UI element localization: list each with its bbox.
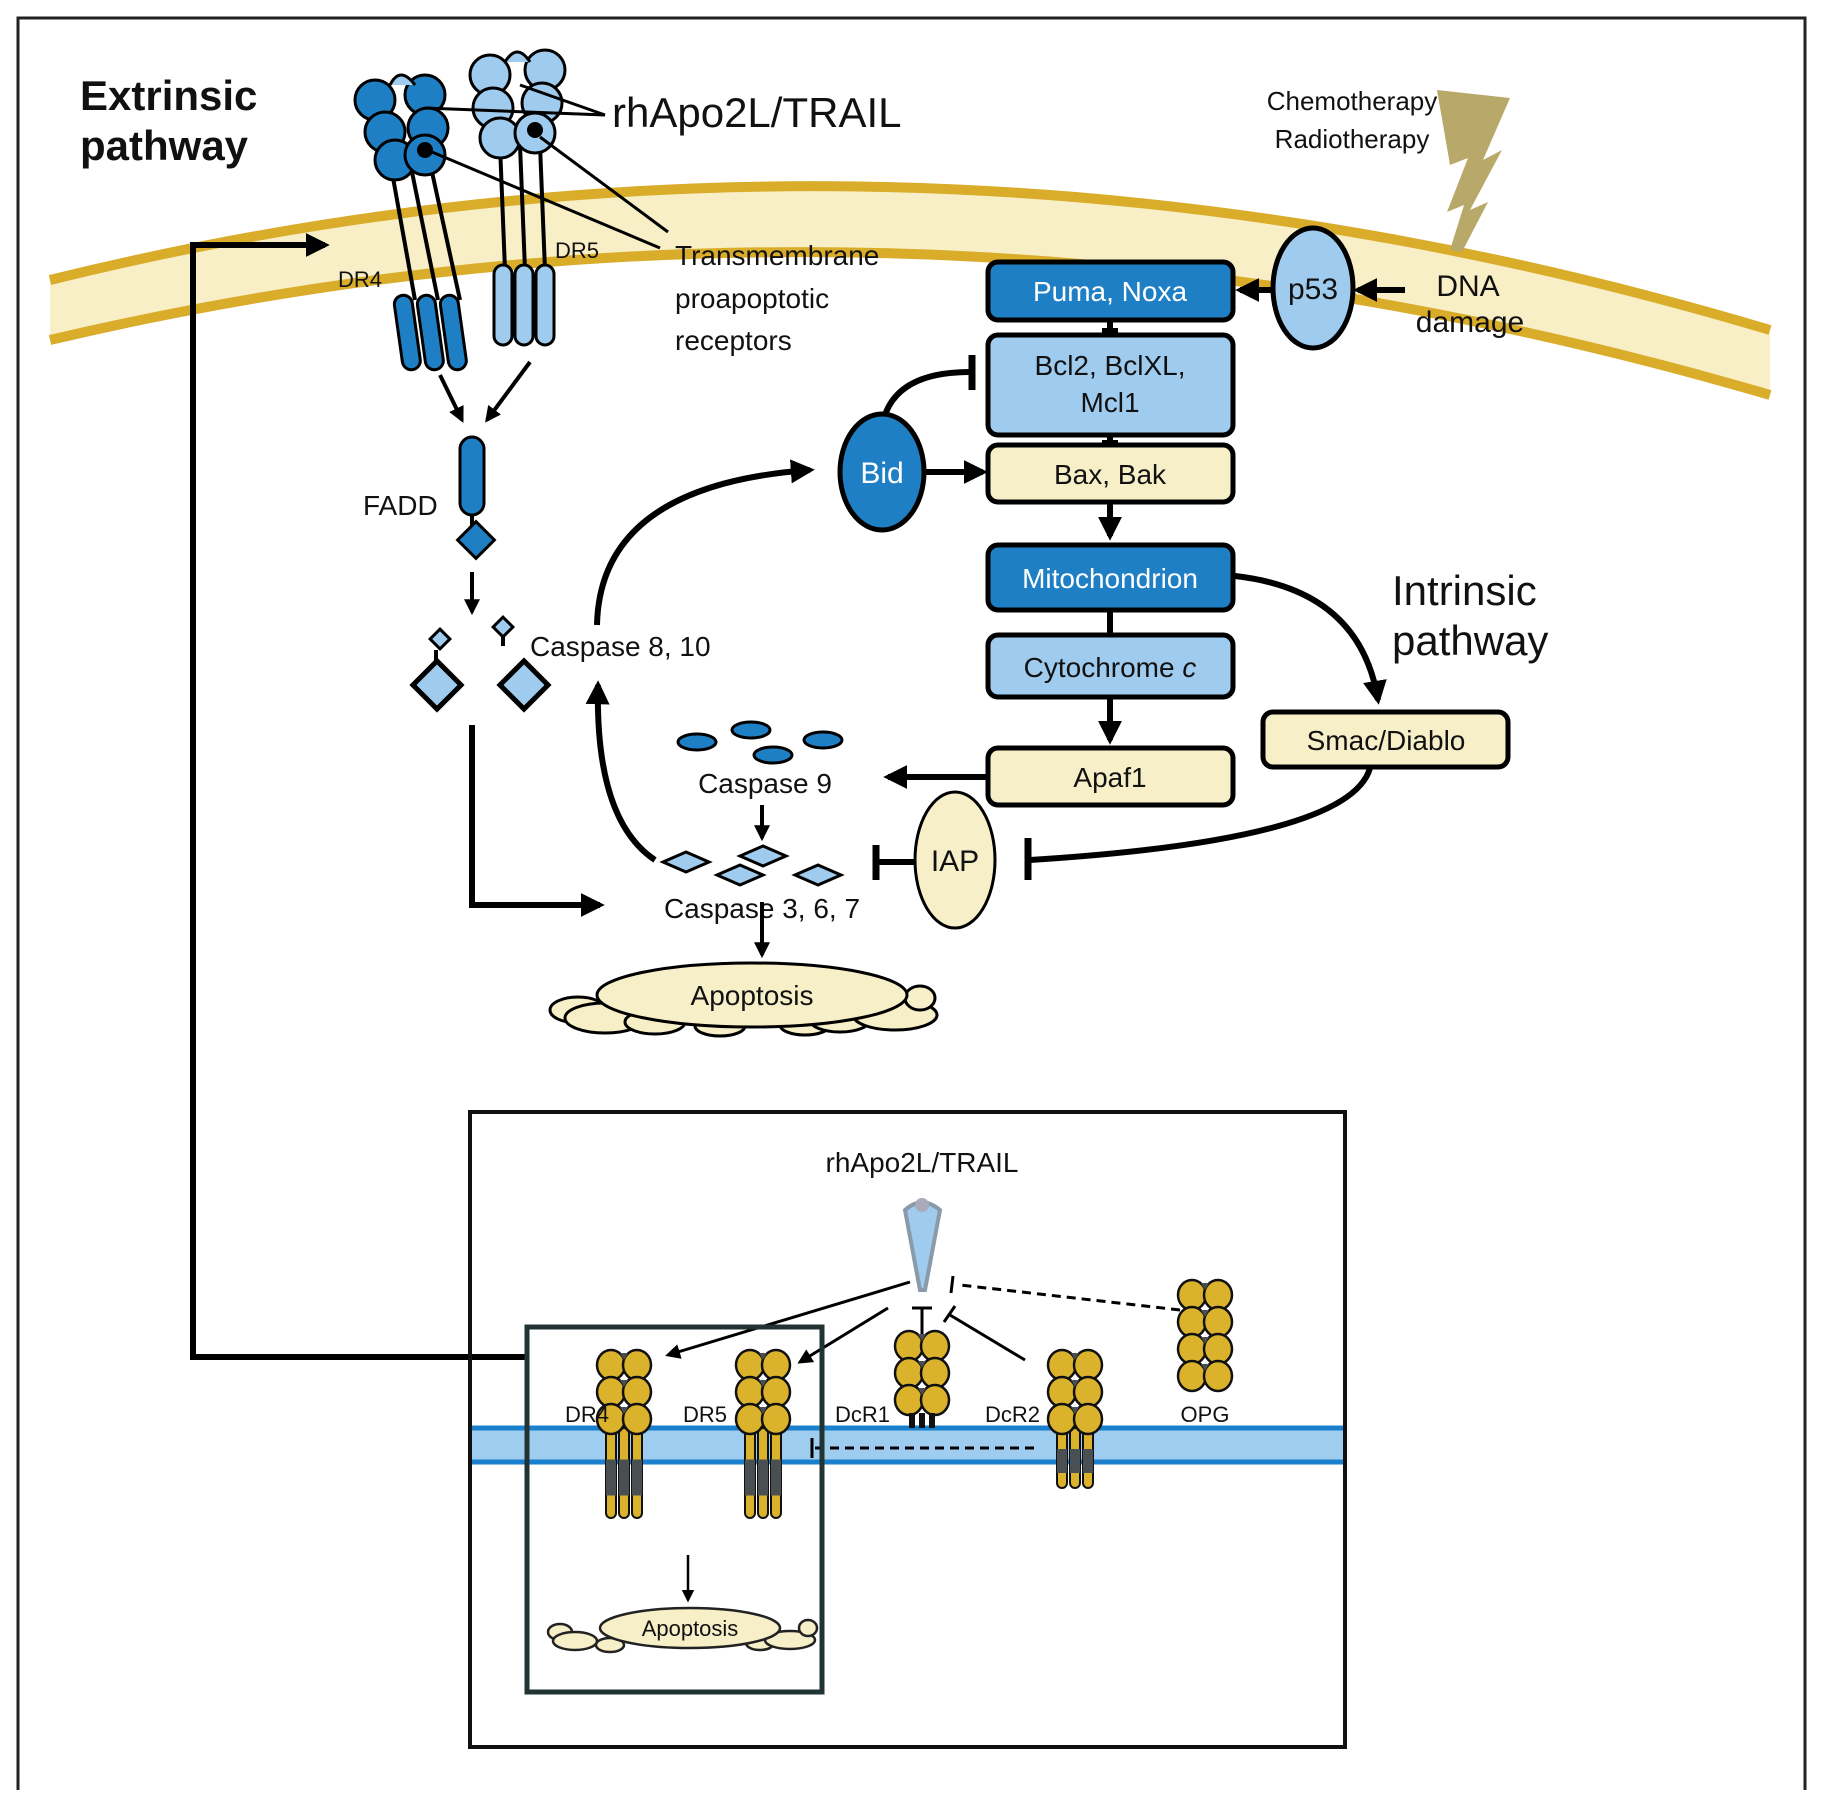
inset-dr4-label: DR4 (565, 1402, 609, 1427)
arrow-inset-to-receptors (190, 233, 527, 1360)
p53-label: p53 (1288, 273, 1338, 306)
transmembrane-label-line1: Transmembrane (675, 240, 879, 271)
receptor-pointer-line (431, 150, 661, 250)
smac-diablo-node: Smac/Diablo (1260, 709, 1511, 770)
inset-dcr1-label: DcR1 (835, 1402, 890, 1427)
inset-opg-receptor (1176, 1278, 1234, 1393)
outer-frame (16, 16, 1807, 1790)
inhibit-opg-dashed (959, 1283, 1181, 1312)
intrinsic-title-line1: Intrinsic (1392, 567, 1537, 614)
arrow-dr5-fadd (485, 360, 532, 423)
inset-dcr1-receptor (893, 1329, 951, 1417)
puma-noxa-node: Puma, Noxa (985, 259, 1236, 323)
inset-dr5-receptor (734, 1348, 792, 1519)
arrow-caspase8-caspase3 (469, 725, 605, 917)
caspase-8-10-label: Caspase 8, 10 (530, 631, 711, 662)
arrow-trail-dr4 (665, 1280, 911, 1359)
extrinsic-title-line1: Extrinsic (80, 72, 257, 119)
inset-title: rhApo2L/TRAIL (826, 1147, 1019, 1178)
dna-damage-label-line2: damage (1416, 306, 1524, 339)
caspase-8-10-icon (409, 614, 552, 713)
inhibit-bar (942, 1305, 957, 1323)
inset-membrane (472, 1425, 1343, 1465)
radiotherapy-label: Radiotherapy (1275, 124, 1430, 154)
bid-label: Bid (860, 457, 903, 490)
inhibit-bar (1102, 328, 1118, 336)
puma-noxa-label: Puma, Noxa (1033, 276, 1187, 307)
dr4-label: DR4 (338, 267, 382, 292)
mitochondrion-label: Mitochondrion (1022, 563, 1198, 594)
transmembrane-label-line3: receptors (675, 325, 792, 356)
extrinsic-title-line2: pathway (80, 122, 249, 169)
arrow-dr4-fadd (438, 374, 464, 423)
inset-apoptosis-label: Apoptosis (642, 1616, 739, 1641)
intrinsic-title-line2: pathway (1392, 617, 1548, 664)
bax-bak-label: Bax, Bak (1054, 459, 1167, 490)
cytochrome-c-node: Cytochrome c (985, 632, 1236, 700)
inset-opg-label: OPG (1181, 1402, 1230, 1427)
ligand-label: rhApo2L/TRAIL (612, 89, 902, 136)
caspase-3-6-7-icon (659, 844, 845, 887)
fadd-adapter (455, 435, 497, 561)
bcl2-label-line1: Bcl2, BclXL, (1035, 350, 1186, 381)
ligand-pointer-line (424, 106, 606, 117)
dr4-receptor (353, 73, 468, 372)
caspase-9-label: Caspase 9 (698, 768, 832, 799)
inset-dr5-label: DR5 (683, 1402, 727, 1427)
bid-node: Bid (837, 411, 927, 533)
bcl2-label-line2: Mcl1 (1080, 387, 1139, 418)
fadd-label: FADD (363, 490, 438, 521)
apaf1-node: Apaf1 (985, 745, 1236, 808)
arrow-trail-dr5 (797, 1306, 889, 1364)
mitochondrion-node: Mitochondrion (985, 542, 1236, 613)
dr5-receptor (468, 48, 567, 347)
bcl2-node: Bcl2, BclXL, Mcl1 (985, 332, 1236, 438)
trail-ligand-icon (902, 1198, 943, 1292)
chemotherapy-label: Chemotherapy (1267, 86, 1438, 116)
apoptosis-label: Apoptosis (691, 980, 814, 1011)
inset-panel (468, 1110, 1347, 1749)
inhibit-bid-bcl2 (882, 369, 971, 417)
caspase-9-icon (676, 720, 844, 765)
inhibit-smac-iap (1029, 767, 1373, 863)
inhibit-bar (949, 1275, 955, 1294)
inhibit-dcr2 (949, 1313, 1026, 1362)
cell-membrane (48, 181, 1772, 400)
inset-apoptosis-cloud: Apoptosis (546, 1606, 819, 1654)
arrow-caspase8-bid (594, 459, 815, 626)
apaf1-label: Apaf1 (1073, 762, 1146, 793)
inset-dcr2-label: DcR2 (985, 1402, 1040, 1427)
apoptosis-cloud: Apoptosis (548, 961, 939, 1038)
dna-damage-label-line1: DNA (1436, 270, 1499, 303)
p53-node: p53 (1270, 225, 1356, 351)
lightning-bolt-icon (1437, 90, 1510, 252)
inset-dr4-receptor (595, 1348, 653, 1519)
inset-highlight-box (524, 1324, 825, 1695)
dr5-label: DR5 (555, 238, 599, 263)
iap-node: IAP (913, 790, 997, 930)
inset-receptors (595, 1278, 1234, 1519)
receptor-pointer-line (539, 135, 669, 234)
cytochrome-label: Cytochrome c (1024, 652, 1197, 683)
ligand-pointer-line (519, 83, 606, 117)
arrow-caspase3-caspase8 (585, 680, 657, 863)
arrow-mito-smac (1234, 573, 1387, 705)
bax-bak-node: Bax, Bak (985, 442, 1236, 505)
smac-diablo-label: Smac/Diablo (1307, 725, 1466, 756)
iap-label: IAP (931, 845, 979, 878)
transmembrane-label-line2: proapoptotic (675, 283, 829, 314)
inset-dcr2-receptor (1046, 1348, 1104, 1489)
